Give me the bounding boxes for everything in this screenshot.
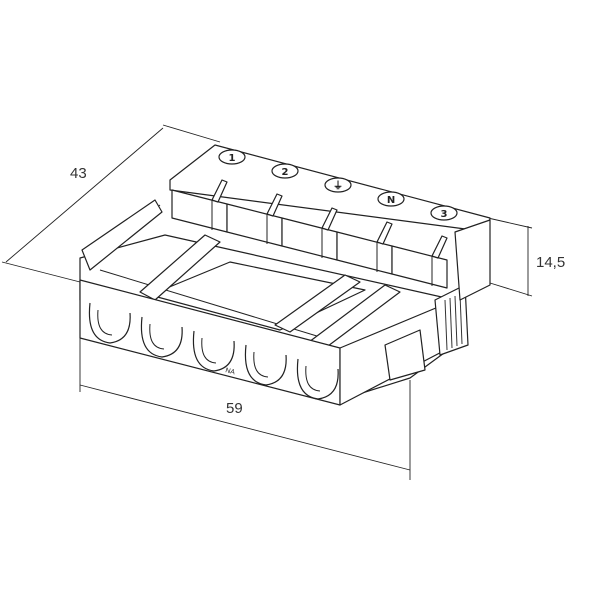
svg-text:2: 2	[282, 167, 289, 178]
terminal-marking-1: 1	[218, 149, 246, 165]
mounting-latch	[384, 219, 491, 381]
terminal-block	[281, 207, 338, 261]
terminal-block	[226, 193, 283, 247]
product-label: NA	[224, 367, 236, 376]
dimension-43-label: 43	[70, 165, 87, 182]
terminal-block	[391, 235, 448, 289]
svg-text:N: N	[387, 195, 395, 206]
svg-text:⏚: ⏚	[333, 180, 343, 192]
terminal-block	[171, 179, 228, 233]
dimension-14-5-label: 14,5	[536, 254, 566, 271]
wire-entry	[296, 358, 339, 400]
dimension-43	[1, 124, 221, 283]
wire-entry	[140, 316, 183, 358]
terminal-marking-2: 2	[271, 163, 299, 179]
svg-text:3: 3	[441, 209, 448, 220]
terminal-marking-N: N	[377, 191, 405, 207]
wire-entry	[192, 330, 235, 372]
terminal-block	[336, 221, 393, 275]
svg-text:1: 1	[229, 153, 236, 164]
terminal-marking-strip: 1 2 ⏚ N 3	[169, 144, 491, 233]
dimension-14-5	[487, 217, 533, 297]
terminal-marking-3: 3	[430, 205, 458, 221]
svg-text:NA: NA	[224, 367, 236, 376]
terminal-marking-earth: ⏚	[324, 177, 352, 193]
terminal-blocks	[171, 179, 448, 289]
wire-entry	[244, 344, 287, 386]
wire-entry	[88, 302, 131, 344]
dimension-59-label: 59	[226, 400, 243, 417]
